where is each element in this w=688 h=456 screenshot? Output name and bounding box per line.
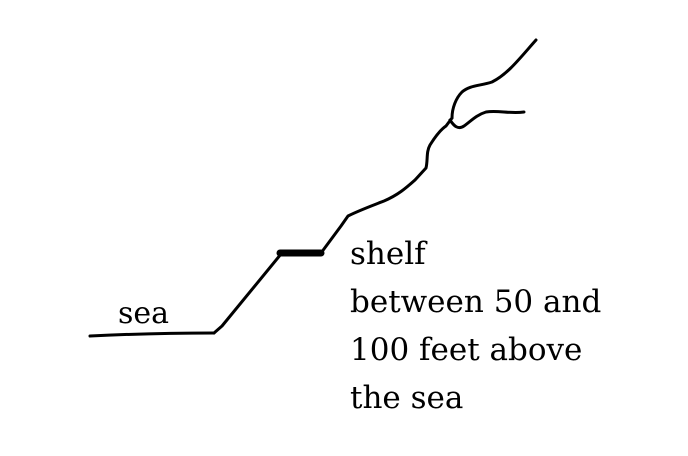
lower-branch-line <box>448 109 526 130</box>
shelf-annotation-line: shelf <box>350 236 426 272</box>
shelf-annotation-line: 100 feet above <box>350 332 583 368</box>
shelf-annotation-line: between 50 and <box>350 284 602 320</box>
sea-level-line <box>88 331 216 338</box>
upper-branch-line <box>450 38 538 120</box>
shelf-annotation-line: the sea <box>350 380 464 416</box>
sea-label: sea <box>118 296 170 331</box>
shelf-annotation: shelf between 50 and 100 feet above the … <box>350 230 601 422</box>
lower-slope-line <box>212 252 283 335</box>
upper-slope-line <box>319 116 454 255</box>
